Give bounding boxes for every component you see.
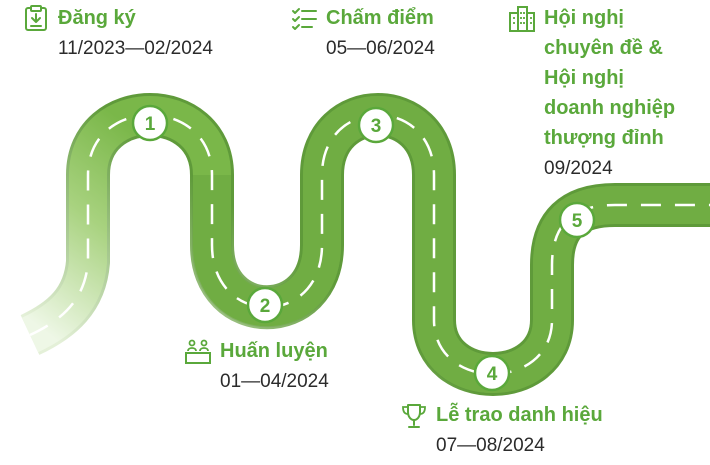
stage-title: Đăng ký [58,7,136,29]
clipboard-download-icon [25,5,47,31]
milestone-marker-2: 2 [246,286,284,324]
milestone-marker-5: 5 [558,201,596,239]
svg-text:1: 1 [145,114,156,135]
svg-text:3: 3 [371,116,382,137]
milestone-marker-1: 1 [131,104,169,142]
milestone-marker-4: 4 [473,354,511,392]
svg-text:2: 2 [260,296,271,317]
svg-text:5: 5 [572,211,583,232]
stage-title: Huấn luyện [220,340,328,362]
checklist-icon [292,8,317,30]
people-training-icon [185,339,211,364]
stage-title: Lễ trao danh hiệu [436,404,603,426]
building-icon [509,6,535,32]
stage-date: 05—06/2024 [326,38,435,59]
trophy-icon [402,404,426,428]
stage-date: 09/2024 [544,158,613,179]
stage-title: Hội nghị chuyên đề & Hội nghị doanh nghi… [544,7,676,149]
road-center-dashes [29,113,710,376]
milestone-marker-3: 3 [357,106,395,144]
stage-date: 11/2023—02/2024 [58,38,213,59]
stage-date: 01—04/2024 [220,371,329,392]
stage-date: 07—08/2024 [436,435,545,456]
stage-title: Chấm điểm [326,7,434,29]
stage-registration: Đăng ký 11/2023—02/2024 [22,3,213,63]
svg-text:4: 4 [487,364,498,385]
stage-training: Huấn luyện 01—04/2024 [184,336,329,396]
stage-scoring: Chấm điểm 05—06/2024 [290,3,435,63]
stage-award-ceremony: Lễ trao danh hiệu 07—08/2024 [400,400,603,460]
stage-conference: Hội nghị chuyên đề & Hội nghị doanh nghi… [508,3,675,183]
